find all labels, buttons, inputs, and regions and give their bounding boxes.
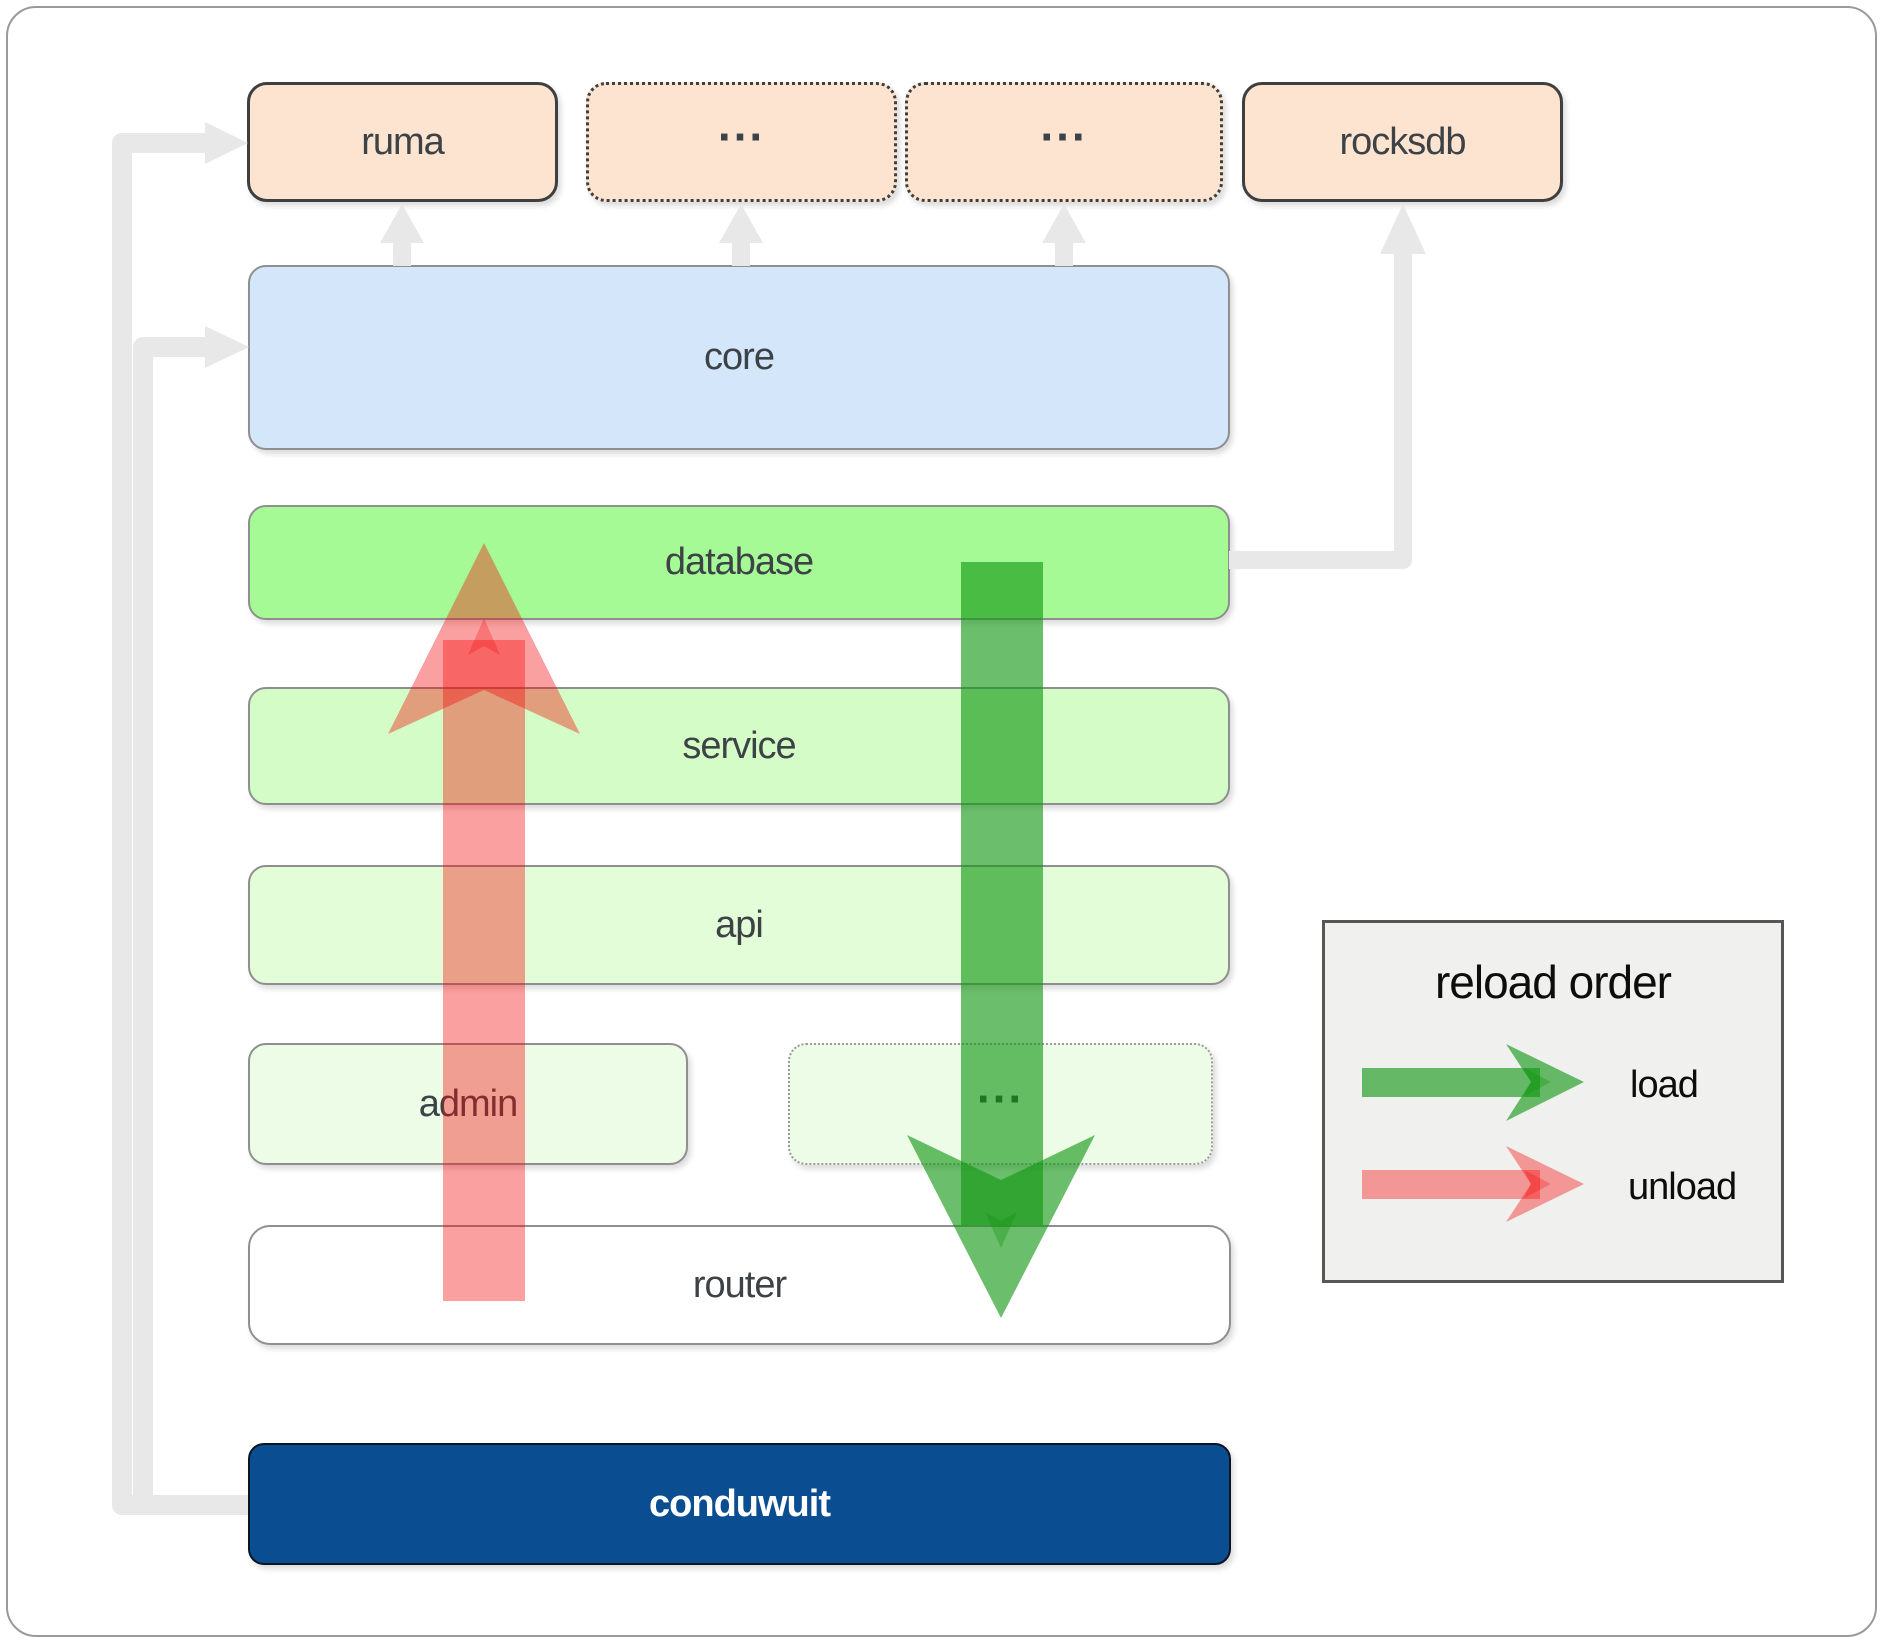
layer-router-label: router (692, 1263, 787, 1306)
layer-database-label: database (664, 541, 814, 583)
layer-service: service (248, 687, 1230, 805)
layer-dots-mid: ... (788, 1043, 1213, 1165)
canvas-border (6, 6, 1877, 1637)
layer-rocksdb: rocksdb (1242, 82, 1563, 202)
layer-core-label: core (704, 336, 775, 378)
legend-title: reload order (1434, 956, 1672, 1008)
layer-admin-label: admin (418, 1082, 518, 1125)
layer-dots-top-2: ... (905, 82, 1223, 202)
layer-router: router (248, 1225, 1231, 1345)
layer-dots-top-1: ... (586, 82, 897, 202)
layer-conduwuit-label: conduwuit (649, 1482, 831, 1525)
layer-rocksdb-label: rocksdb (1339, 120, 1466, 163)
legend-load-label: load (1630, 1064, 1699, 1106)
layer-api-label: api (715, 903, 764, 946)
layer-admin: admin (248, 1043, 688, 1165)
layer-database: database (248, 505, 1230, 620)
layer-dots-top-1-label: ... (717, 98, 766, 151)
layer-ruma: ruma (247, 82, 558, 202)
layer-service-label: service (682, 724, 796, 767)
layer-conduwuit: conduwuit (248, 1443, 1231, 1565)
layer-ruma-label: ruma (361, 120, 445, 163)
legend-panel: reload order load unload (1322, 920, 1784, 1283)
layer-core: core (248, 265, 1230, 450)
legend-unload-label: unload (1628, 1166, 1737, 1208)
layer-api: api (248, 865, 1230, 985)
layer-dots-mid-label: ... (976, 1060, 1025, 1113)
layer-dots-top-2-label: ... (1040, 98, 1088, 151)
